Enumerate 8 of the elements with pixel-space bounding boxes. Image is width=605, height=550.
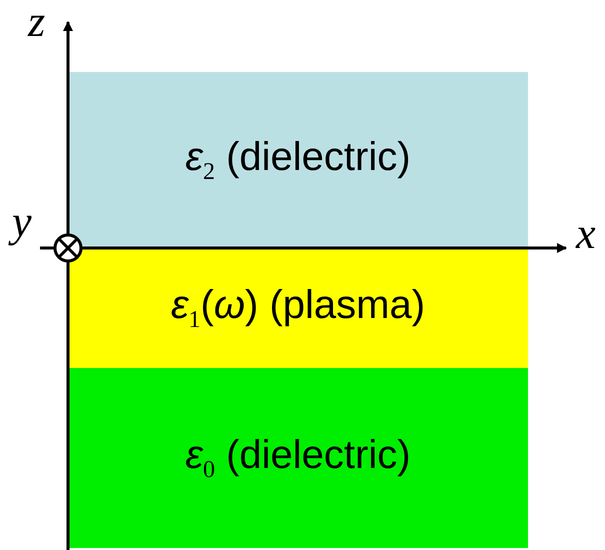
x-axis-label: x [576, 212, 596, 256]
material-layer [68, 248, 528, 368]
layer-label: ε$_{1}$(ω) (plasma) [170, 282, 426, 334]
layer-label: ε$_{0}$ (dielectric) [185, 432, 411, 484]
material-layer [68, 72, 528, 248]
material-layer [68, 368, 528, 548]
z-axis-label: z [28, 0, 46, 44]
layer-label: ε$_{2}$ (dielectric) [185, 134, 411, 186]
